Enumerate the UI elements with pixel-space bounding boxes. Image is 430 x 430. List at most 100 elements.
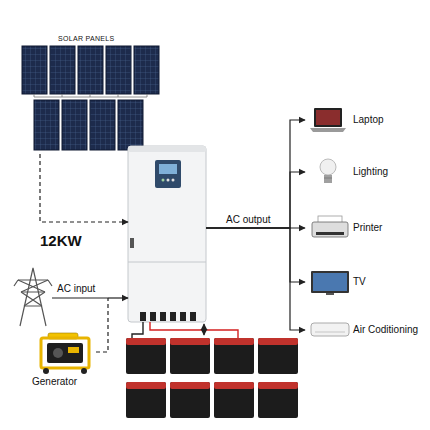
power-pylon-part bbox=[14, 280, 52, 286]
bulb-icon-part bbox=[320, 159, 336, 175]
inverter-body-part bbox=[190, 312, 196, 321]
battery-bank-part bbox=[126, 338, 166, 374]
load-tv: TV bbox=[305, 268, 368, 296]
battery-bank-part bbox=[170, 338, 210, 374]
inverter-body-part bbox=[160, 312, 166, 321]
power-pylon-part bbox=[20, 268, 46, 326]
generator-icon-part bbox=[53, 348, 63, 358]
battery-flow-arrow bbox=[203, 324, 204, 335]
solar-panels-part bbox=[78, 46, 103, 94]
battery-bank bbox=[126, 338, 298, 418]
inverter-body-part bbox=[128, 146, 206, 322]
battery-bank-part bbox=[258, 382, 298, 418]
inverter-body-part bbox=[140, 312, 146, 321]
generator-icon-part bbox=[43, 368, 49, 374]
battery-bank-part bbox=[170, 338, 210, 345]
battery-bank-part bbox=[214, 382, 254, 389]
load-printer: Printer bbox=[305, 214, 385, 242]
generator-icon-part bbox=[47, 343, 83, 363]
solar-panels-part bbox=[22, 46, 47, 94]
load-label: Air Coditioning bbox=[353, 324, 418, 336]
battery-bank-part bbox=[258, 382, 298, 389]
solar-panels-part bbox=[134, 46, 159, 94]
inverter-body bbox=[128, 146, 206, 322]
array-title: SOLAR PANELS bbox=[58, 35, 114, 43]
load-laptop: Laptop bbox=[305, 106, 386, 134]
power-pylon-part bbox=[18, 280, 48, 306]
solar-array: SOLAR PANELS bbox=[20, 34, 166, 154]
laptop-icon bbox=[310, 108, 346, 132]
solar-panels-part bbox=[62, 100, 87, 150]
battery-bank-part bbox=[214, 382, 254, 418]
battery-bank-part bbox=[214, 338, 254, 374]
load-air-conditioning: Air Coditioning bbox=[305, 316, 421, 344]
connector-line bbox=[40, 154, 128, 222]
tv-icon-part bbox=[311, 271, 349, 293]
generator-icon-part bbox=[41, 338, 89, 368]
inverter-body-part bbox=[150, 312, 156, 321]
generator-icon bbox=[41, 333, 89, 374]
power-pylon bbox=[14, 268, 52, 326]
laptop-icon-part bbox=[316, 110, 340, 125]
connector-line bbox=[206, 228, 305, 330]
tv-icon-part bbox=[326, 293, 334, 295]
printer-icon-part bbox=[312, 222, 348, 237]
air-conditioner-icon-part bbox=[315, 332, 345, 333]
solar-panels-part bbox=[106, 46, 131, 94]
inverter-body-part bbox=[130, 238, 134, 248]
tv-icon bbox=[311, 271, 349, 295]
battery-bank-part bbox=[126, 382, 166, 418]
bulb-icon bbox=[320, 159, 336, 183]
generator: Generator bbox=[32, 331, 96, 389]
generator-icon-part bbox=[81, 368, 87, 374]
grid-wire bbox=[52, 297, 108, 298]
solar-panels-part bbox=[34, 94, 147, 97]
connector bbox=[206, 228, 305, 330]
inverter-body-part bbox=[162, 179, 165, 182]
solar-panels-part bbox=[90, 100, 115, 150]
load-lighting: Lighting bbox=[305, 158, 391, 186]
air-conditioner-icon-part bbox=[311, 323, 349, 336]
connector-line bbox=[206, 120, 305, 228]
inverter-body-part bbox=[180, 312, 186, 321]
laptop-icon-part bbox=[314, 108, 342, 127]
line-label: AC input bbox=[56, 283, 96, 295]
bulb-icon-part bbox=[324, 175, 332, 183]
battery-bank-part bbox=[214, 338, 254, 345]
battery-bank-part bbox=[126, 338, 166, 345]
inverter: 12KW bbox=[128, 146, 206, 322]
load-label: Laptop bbox=[353, 114, 384, 126]
tv-icon-part bbox=[313, 273, 347, 291]
connector bbox=[96, 298, 128, 352]
inverter-body-part bbox=[128, 262, 206, 263]
connector bbox=[40, 154, 128, 222]
inverter-body-part bbox=[159, 164, 177, 174]
solar-panels bbox=[22, 46, 159, 150]
connector-line bbox=[206, 172, 305, 228]
solar-panels-part bbox=[118, 100, 143, 150]
battery-bank-part bbox=[258, 338, 298, 345]
printer-icon bbox=[312, 216, 348, 237]
inverter-body-part bbox=[172, 179, 175, 182]
connector-line bbox=[108, 297, 128, 298]
solar-panels-part bbox=[34, 100, 59, 150]
inverter-body-part bbox=[128, 146, 206, 152]
laptop-icon-part bbox=[310, 128, 346, 132]
edge-label: AC output bbox=[225, 214, 271, 226]
connector bbox=[206, 120, 305, 228]
air-conditioner-icon bbox=[311, 323, 349, 336]
battery-bank-part bbox=[258, 338, 298, 374]
battery-bank-part bbox=[126, 382, 166, 389]
battery-bank-part bbox=[170, 382, 210, 418]
load-label: TV bbox=[353, 276, 366, 288]
generator-label: Generator bbox=[32, 376, 77, 388]
inverter-body-part bbox=[155, 160, 181, 188]
load-label: Printer bbox=[353, 222, 382, 234]
power-pylon-part bbox=[18, 280, 48, 306]
battery-bank-part bbox=[170, 382, 210, 389]
power-rating: 12KW bbox=[40, 232, 82, 249]
inverter-body-part bbox=[167, 179, 170, 182]
